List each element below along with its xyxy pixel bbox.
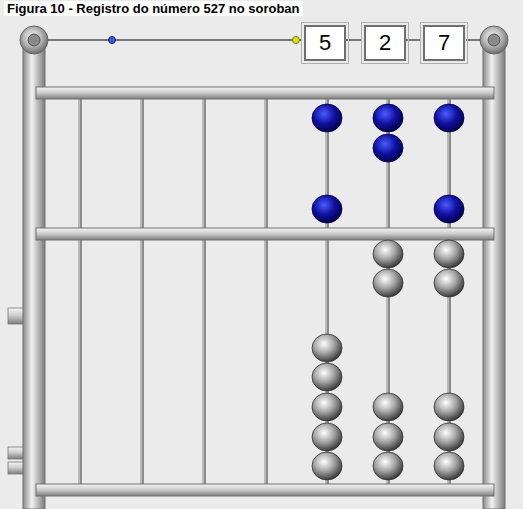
digit-value: 2 — [379, 32, 391, 54]
digit-value: 5 — [319, 32, 331, 54]
digit-display-box: 5 — [304, 25, 346, 61]
digit-value: 7 — [438, 32, 450, 54]
digit-display-box: 7 — [423, 25, 465, 61]
figure-title: Figura 10 - Registro do número 527 no so… — [4, 1, 303, 16]
digit-display-box: 2 — [364, 25, 406, 61]
